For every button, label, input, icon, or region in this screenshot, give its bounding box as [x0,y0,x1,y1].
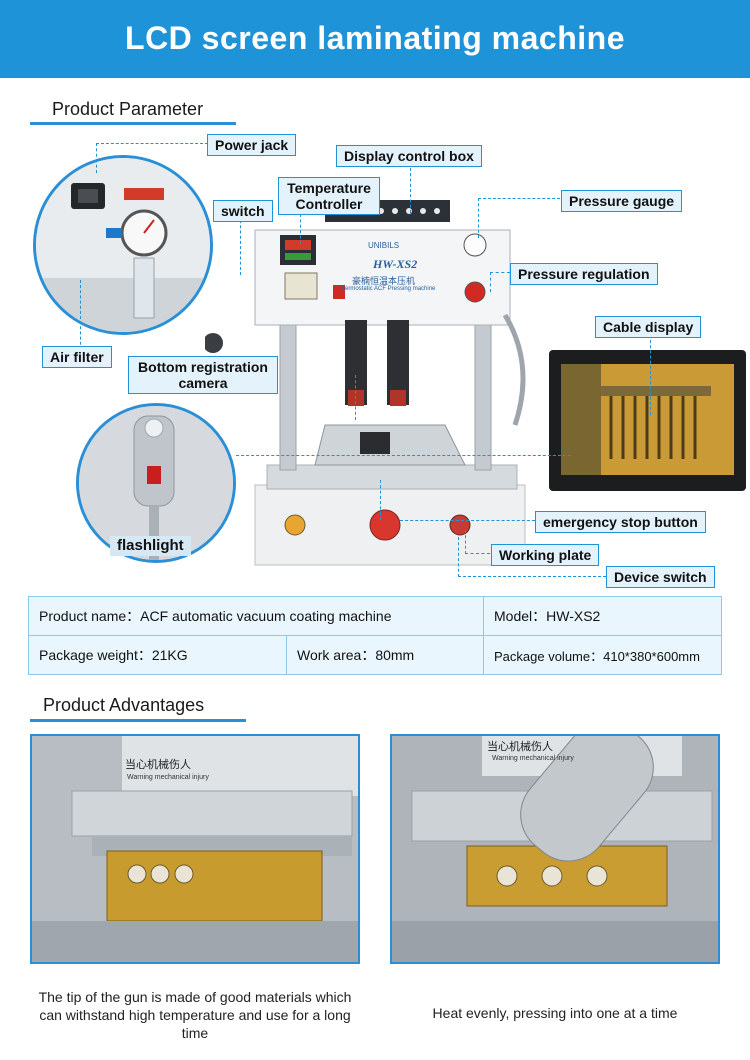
connector-flashlight [236,455,571,456]
machine-illustration [205,200,526,566]
label-pressure-regulation: Pressure regulation [510,263,658,285]
param-package-volume: Package volume：410*380*600mm [483,635,722,675]
connector-temperature [300,214,301,244]
machine-model-plate: HW-XS2 [373,257,418,271]
warning-sign-en: Warning mechanical injury [127,774,209,781]
warning-sign-cn: 当心机械伤人 [125,759,191,771]
table-row: Product name：ACF automatic vacuum coatin… [28,596,722,636]
connector-camera [355,375,356,420]
label-working-plate: Working plate [491,544,600,566]
connector-pressure-regulation [490,272,510,292]
connector-switch [240,215,241,275]
machine-subtitle-en: Thermostatic ACF Pressing machine [338,286,436,292]
heating-head-illustration [392,736,718,962]
flashlight-illustration [79,406,233,560]
label-power-jack: Power jack [207,134,297,156]
label-flashlight: flashlight [110,536,191,556]
caption-gun-tip: The tip of the gun is made of good mater… [38,989,352,1041]
connector-power-jack [96,143,208,173]
label-pressure-gauge: Pressure gauge [561,190,683,212]
connector-cable-display [650,335,651,415]
gun-tip-illustration [32,736,358,962]
label-emergency-stop: emergency stop button [535,511,706,533]
product-photo-area: UNIBILS HW-XS2 豪楠恒温本压机 Thermostatic ACF … [0,125,750,590]
cable-display-screen [561,364,734,475]
label-display-control-box: Display control box [336,145,482,167]
parameter-table: Product name：ACF automatic vacuum coatin… [28,596,722,675]
label-cable-display: Cable display [595,316,702,338]
section-underline [30,719,246,722]
inset-power-air-filter [33,155,213,335]
connector-emergency-stop [400,520,535,521]
caption-heating: Heat evenly, pressing into one at a time [432,1005,678,1021]
power-jack-illustration [36,158,210,332]
section-underline [30,122,236,125]
connector-working-plate [380,480,381,520]
table-row: Package weight：21KG Work area：80mm Packa… [28,635,722,675]
param-model: Model：HW-XS2 [483,596,722,636]
label-device-switch: Device switch [606,566,715,588]
label-bottom-camera: Bottom registration camera [128,356,278,394]
connector-pressure-gauge [478,198,560,238]
connector-air-filter [80,280,81,355]
page-banner: LCD screen laminating machine [0,0,750,78]
machine-subtitle-cn: 豪楠恒温本压机 [352,276,416,286]
advantage-photo-gun-tip: 当心机械伤人 Warning mechanical injury [30,734,360,964]
connector-working-plate-2 [465,530,490,554]
param-product-name: Product name：ACF automatic vacuum coatin… [28,596,484,636]
section-title-parameter: Product Parameter [52,99,204,119]
param-work-area: Work area：80mm [286,635,484,675]
warning-sign-cn: 当心机械伤人 [487,741,553,753]
machine-brand: UNIBILS [368,241,400,250]
cable-display-monitor [549,350,746,491]
connector-display-box [410,168,411,213]
param-package-weight: Package weight：21KG [28,635,287,675]
connector-device-switch [458,537,606,577]
label-temperature-controller: Temperature Controller [278,177,380,215]
section-title-advantages: Product Advantages [43,695,205,715]
advantage-photo-heating: 当心机械伤人 Warning mechanical injury [390,734,720,964]
label-switch: switch [213,200,273,222]
label-air-filter: Air filter [42,346,112,368]
warning-sign-en: Warning mechanical injury [492,755,574,762]
